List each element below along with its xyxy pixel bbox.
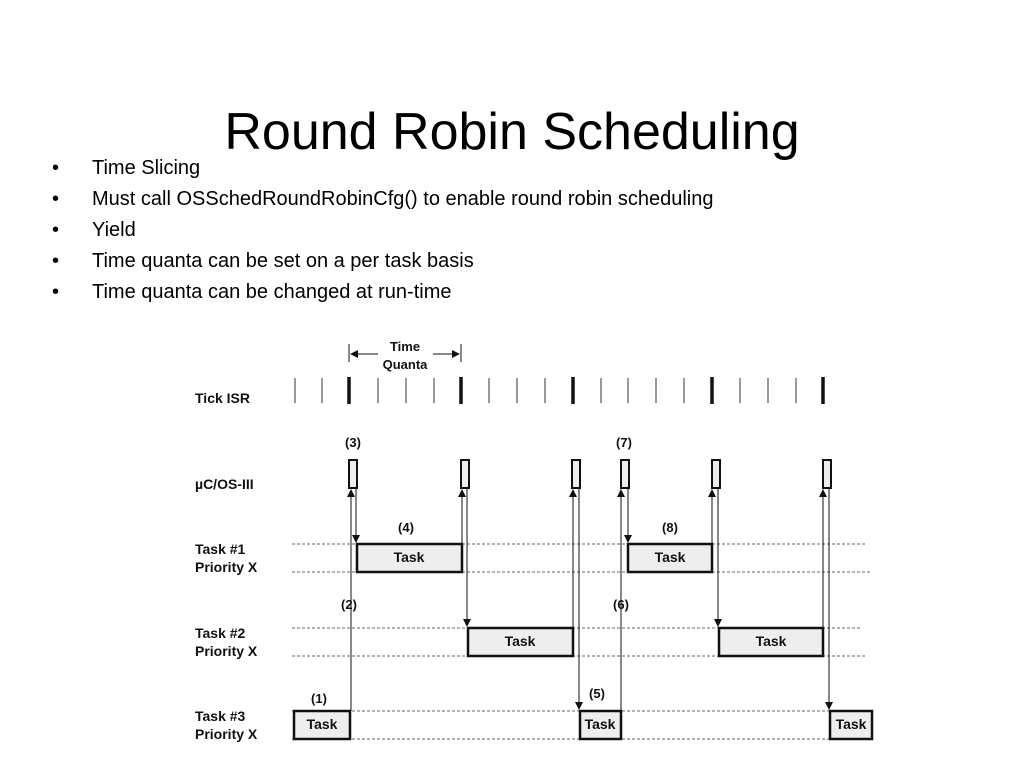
bullet-item: Must call OSSchedRoundRobinCfg() to enab… xyxy=(52,184,713,215)
os-block xyxy=(348,459,358,489)
os-block xyxy=(571,459,581,489)
task-block-label: Task xyxy=(585,716,616,732)
os-block xyxy=(620,459,630,489)
os-block xyxy=(711,459,721,489)
task-block-label: Task xyxy=(756,633,787,649)
step-marker: (4) xyxy=(398,520,414,535)
bullet-item: Time quanta can be changed at run-time xyxy=(52,277,713,308)
bullet-list: Time Slicing Must call OSSchedRoundRobin… xyxy=(52,153,713,308)
lane-label-task3-priority: Priority X xyxy=(195,726,258,742)
tick-marks xyxy=(294,377,825,404)
task-block xyxy=(466,626,575,658)
os-blocks xyxy=(348,459,832,489)
quanta-label: Time xyxy=(390,339,420,354)
os-block xyxy=(822,459,832,489)
lane-label-tick-isr: Tick ISR xyxy=(195,390,250,406)
os-block xyxy=(460,459,470,489)
step-marker: (5) xyxy=(589,686,605,701)
step-marker: (1) xyxy=(311,691,327,706)
task-block xyxy=(717,626,825,658)
bullet-item: Time Slicing xyxy=(52,153,713,184)
task-block xyxy=(828,709,874,741)
task-block-label: Task xyxy=(394,549,425,565)
lane-label-task1: Task #1 xyxy=(195,541,246,557)
step-marker: (8) xyxy=(662,520,678,535)
task-block xyxy=(578,709,623,741)
task-block-label: Task xyxy=(307,716,338,732)
quanta-label: Quanta xyxy=(383,357,429,372)
bullet-item: Yield xyxy=(52,215,713,246)
task-block-label: Task xyxy=(655,549,686,565)
task-block-label: Task xyxy=(505,633,536,649)
step-marker: (7) xyxy=(616,435,632,450)
task-block xyxy=(626,542,714,574)
task-blocks: Task Task Task Task Task Task Task xyxy=(292,542,874,741)
task-block xyxy=(355,542,464,574)
task-block-label: Task xyxy=(836,716,867,732)
lane-label-task1-priority: Priority X xyxy=(195,559,258,575)
lane-labels: Tick ISR µC/OS-III Task #1 Priority X Ta… xyxy=(195,390,258,742)
step-markers: (1) (2) (3) (4) (5) (6) (7) (8) xyxy=(311,435,678,706)
bullet-item: Time quanta can be set on a per task bas… xyxy=(52,246,713,277)
lane-label-os: µC/OS-III xyxy=(195,476,254,492)
page-title: Round Robin Scheduling xyxy=(224,102,800,161)
context-switch-arrows xyxy=(347,488,833,711)
lane-label-task2: Task #2 xyxy=(195,625,246,641)
lane-label-task2-priority: Priority X xyxy=(195,643,258,659)
step-marker: (3) xyxy=(345,435,361,450)
step-marker: (2) xyxy=(341,597,357,612)
step-marker: (6) xyxy=(613,597,629,612)
lane-label-task3: Task #3 xyxy=(195,708,246,724)
time-quanta-dimension: Time Quanta xyxy=(348,339,462,372)
task-block xyxy=(292,709,352,741)
